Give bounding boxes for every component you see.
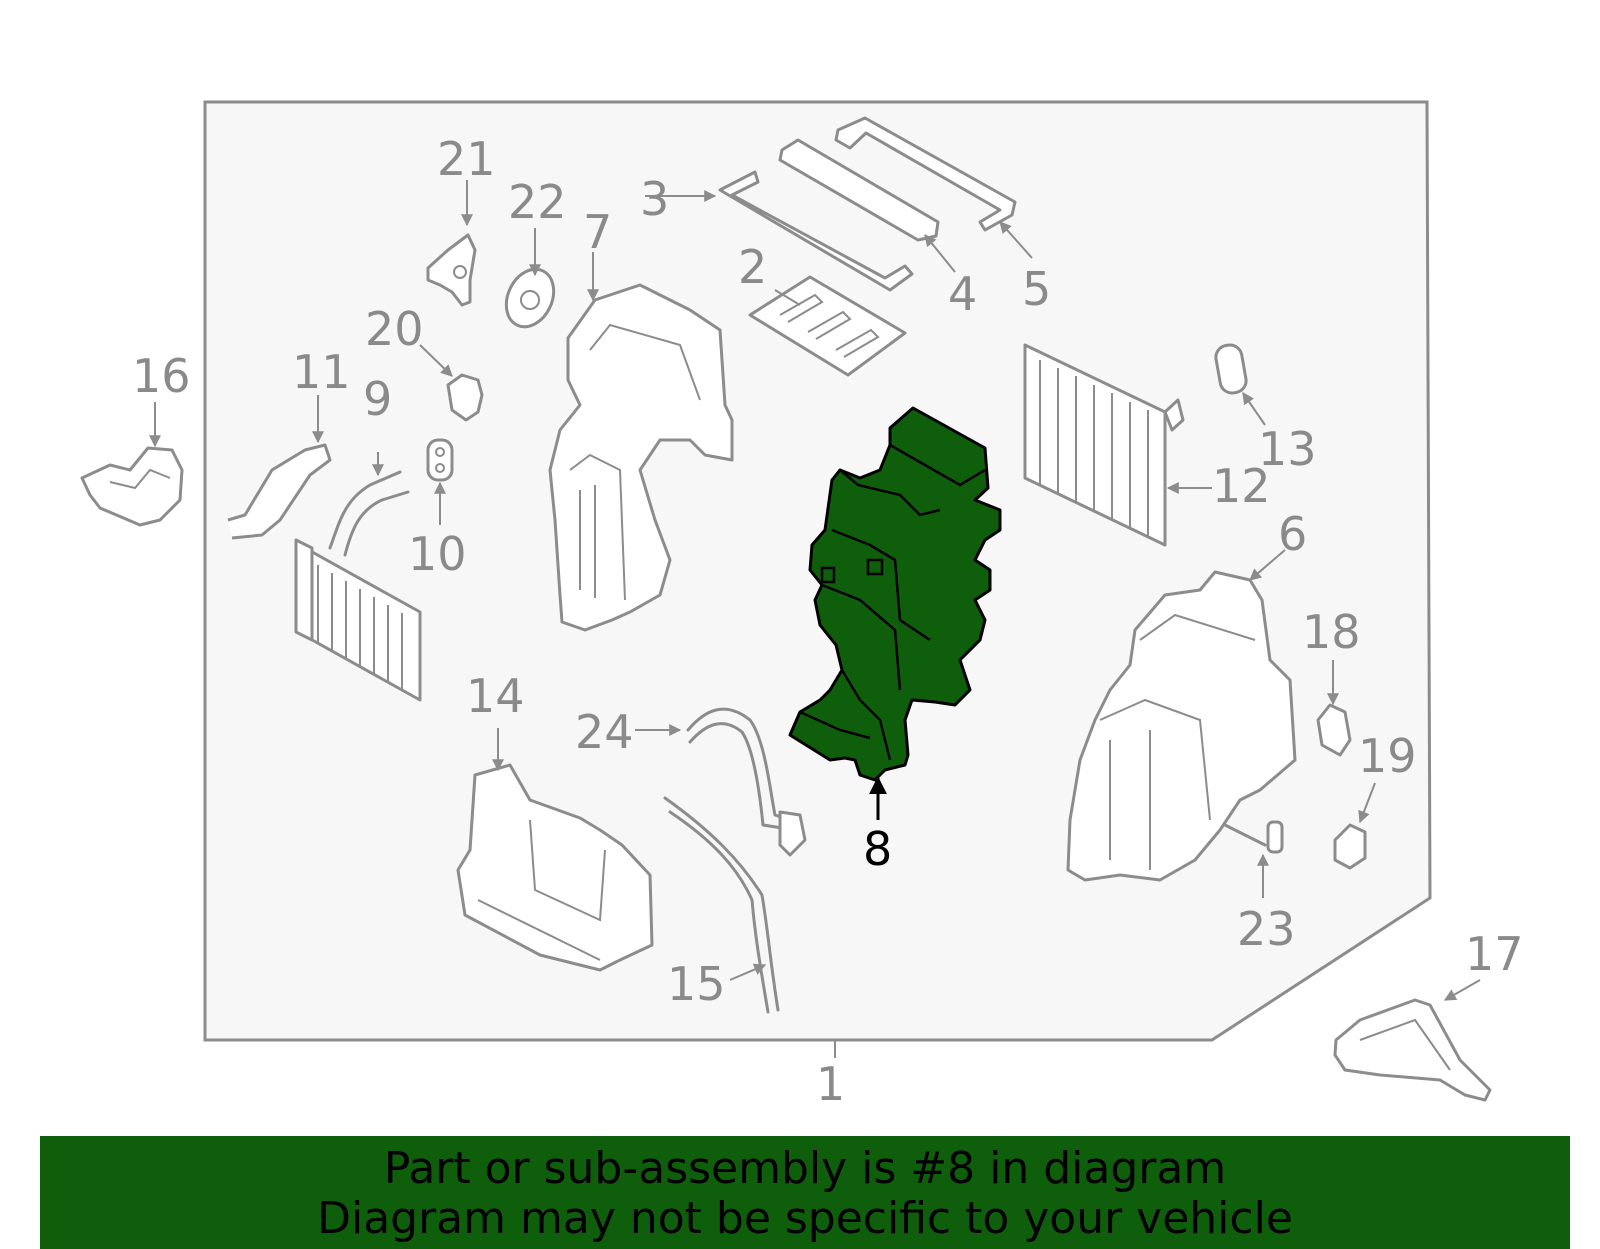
banner-line-2: Diagram may not be specific to your vehi… <box>317 1193 1293 1244</box>
callout-13: 13 <box>1258 422 1317 476</box>
callout-3: 3 <box>640 172 669 226</box>
callout-2: 2 <box>738 240 767 294</box>
hose-part-24[interactable] <box>686 707 807 857</box>
seal-part-3[interactable] <box>718 170 914 292</box>
callout-21: 21 <box>437 132 496 186</box>
callout-8: 8 <box>863 822 892 876</box>
callout-10: 10 <box>408 527 467 581</box>
callout-7: 7 <box>583 205 612 259</box>
leader-lines <box>149 180 1481 1058</box>
callout-16: 16 <box>132 349 191 403</box>
actuator-part-19[interactable] <box>1333 823 1367 870</box>
case-part-14[interactable] <box>456 763 654 972</box>
callout-15: 15 <box>667 957 726 1011</box>
housing-part-6[interactable] <box>1066 570 1297 882</box>
callout-5: 5 <box>1022 262 1051 316</box>
callout-12: 12 <box>1212 459 1271 513</box>
callout-1: 1 <box>816 1057 845 1111</box>
duct-part-17[interactable] <box>1333 998 1492 1102</box>
seal-part-5[interactable] <box>834 116 1017 232</box>
heater-core-part-9[interactable] <box>294 470 422 702</box>
grommet-part-10[interactable] <box>426 438 454 482</box>
callout-24: 24 <box>575 705 634 759</box>
sensor-part-23[interactable] <box>1223 820 1284 854</box>
callout-6: 6 <box>1278 507 1307 561</box>
info-banner: Part or sub-assembly is #8 in diagram Di… <box>40 1136 1570 1249</box>
actuator-part-20[interactable] <box>446 373 484 422</box>
highlighted-part-8[interactable] <box>788 406 1002 782</box>
housing-part-7[interactable] <box>548 283 734 632</box>
banner-line-1: Part or sub-assembly is #8 in diagram <box>383 1143 1227 1194</box>
seal-part-13[interactable] <box>1214 343 1248 395</box>
callout-9: 9 <box>363 372 392 426</box>
plate-part-2[interactable] <box>748 275 907 377</box>
callout-18: 18 <box>1302 605 1361 659</box>
callout-11: 11 <box>292 345 351 399</box>
callout-20: 20 <box>365 302 424 356</box>
callout-labels: 1 2 3 4 5 6 7 8 9 10 11 12 13 14 15 16 1… <box>132 132 1524 1111</box>
pipe-part-11[interactable] <box>227 443 332 540</box>
actuator-part-22[interactable] <box>497 262 562 335</box>
callout-17: 17 <box>1465 927 1524 981</box>
callout-4: 4 <box>948 267 977 321</box>
callout-14: 14 <box>466 669 525 723</box>
duct-part-16[interactable] <box>80 446 184 527</box>
callout-22: 22 <box>508 175 567 229</box>
bracket-part-21[interactable] <box>426 233 477 307</box>
callout-19: 19 <box>1358 729 1417 783</box>
callout-23: 23 <box>1237 902 1296 956</box>
evaporator-part-12[interactable] <box>1023 343 1185 547</box>
